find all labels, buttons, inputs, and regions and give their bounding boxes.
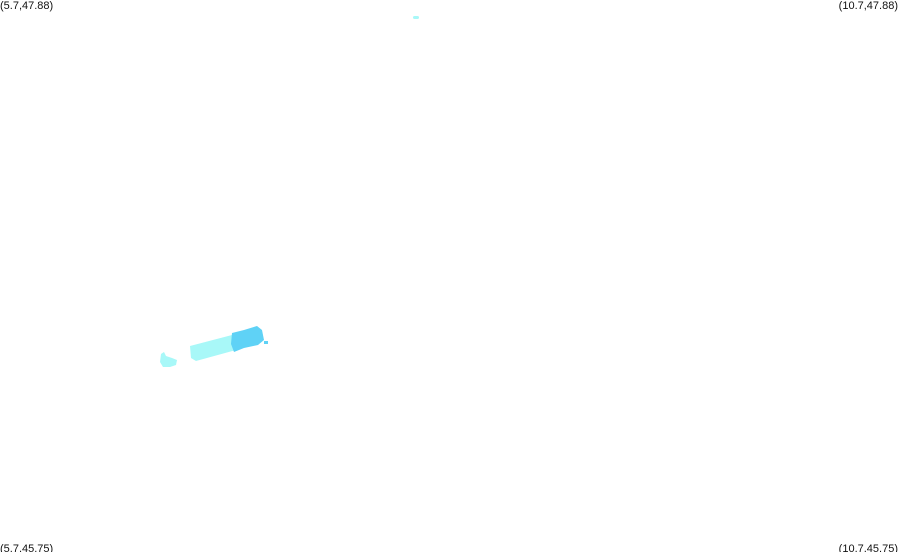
corner-label-bottom-right: (10.7,45.75) xyxy=(838,543,898,552)
blob-light-cyan xyxy=(160,352,177,367)
corner-label-top-right: (10.7,47.88) xyxy=(838,0,898,12)
strip-light-cyan xyxy=(190,335,236,361)
corner-label-top-left: (5.7,47.88) xyxy=(0,0,54,12)
region-diagonal-strip xyxy=(190,326,268,361)
region-top-speck xyxy=(413,16,419,19)
corner-label-bottom-left: (5.7,45.75) xyxy=(0,543,54,552)
strip-medium-cyan xyxy=(231,326,264,352)
region-left-blob xyxy=(160,352,177,367)
speck-light-cyan xyxy=(413,16,419,19)
strip-speck-medium-cyan xyxy=(264,341,268,344)
